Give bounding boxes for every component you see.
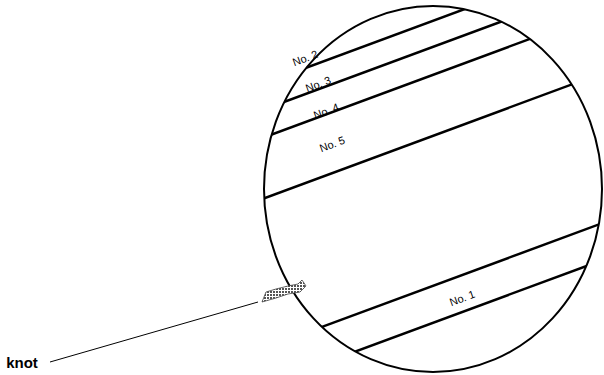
saw-lines	[200, 0, 604, 375]
leader-line	[50, 302, 258, 362]
saw-line	[200, 0, 604, 133]
saw-line	[200, 217, 604, 372]
saw-line	[200, 254, 604, 375]
knot-mark	[262, 280, 306, 302]
knot-label: knot	[6, 355, 38, 371]
saw-line	[200, 0, 604, 81]
saw-line	[200, 6, 604, 161]
saw-line	[200, 0, 604, 107]
saw-line	[200, 67, 604, 222]
log-outline	[264, 6, 602, 372]
